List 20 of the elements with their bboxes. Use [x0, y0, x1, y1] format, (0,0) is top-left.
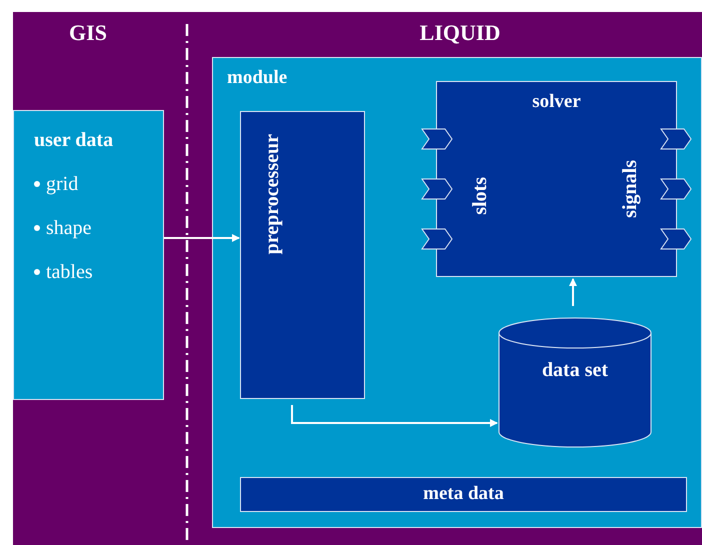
list-item: grid — [46, 172, 78, 197]
box-label: preprocesseur — [260, 134, 284, 254]
section-heading: GIS — [68, 19, 108, 47]
arrow — [291, 405, 498, 427]
container-box — [13, 110, 164, 400]
section-heading: LIQUID — [418, 19, 502, 47]
port-label: signals — [618, 160, 642, 218]
arrow — [569, 278, 577, 306]
list-item: shape — [46, 216, 92, 241]
port-label: slots — [468, 177, 492, 215]
container-box — [212, 57, 702, 528]
box-heading: user data — [34, 128, 114, 153]
process-box — [240, 477, 687, 512]
process-box — [240, 111, 365, 399]
box-heading: module — [227, 66, 288, 90]
list-item: tables — [46, 260, 93, 285]
box-heading: solver — [531, 90, 582, 114]
box-label: meta data — [422, 482, 505, 506]
arrow — [164, 234, 240, 242]
cylinder-label: data set — [540, 358, 610, 383]
